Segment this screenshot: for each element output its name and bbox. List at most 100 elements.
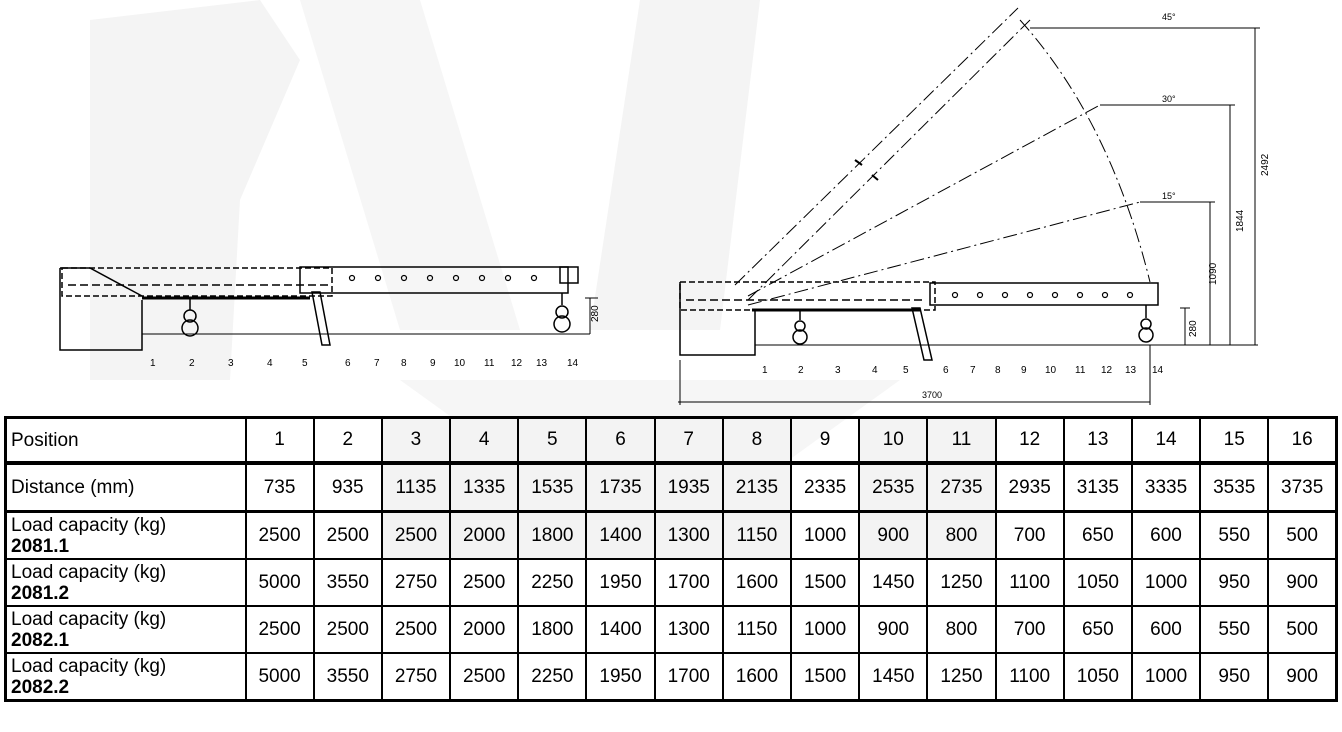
table-cell: 1000 [1130,558,1202,607]
table-cell: 16 [1267,416,1338,464]
table-cell: 1335 [449,461,520,513]
table-cell: 2135 [721,461,793,513]
table-cell: 1600 [721,558,793,607]
svg-text:30°: 30° [1162,94,1176,104]
table-cell: 1600 [721,652,793,702]
table-cell: 6 [585,416,656,464]
table-cell: 1000 [789,510,861,560]
table-cell: 1700 [653,652,724,702]
table-cell: 13 [1062,416,1133,464]
svg-text:14: 14 [567,358,579,369]
table-cell: 2500 [380,510,452,560]
table-cell: 900 [858,605,929,654]
table-cell: 600 [1130,605,1202,654]
table-cell: 2750 [380,558,452,607]
row-label-text: Load capacity (kg) [11,608,167,630]
table-cell: 2335 [789,461,861,513]
table-cell: 900 [858,510,929,560]
row-label: Load capacity (kg)2082.2 [4,652,247,702]
table-cell: 1535 [517,461,588,513]
table-cell: 5000 [244,558,315,607]
table-cell: 2 [312,416,383,464]
svg-text:7: 7 [970,365,976,376]
table-cell: 1400 [585,510,656,560]
table-cell: 1000 [789,605,861,654]
table-cell: 1150 [721,510,793,560]
svg-text:1: 1 [762,365,768,376]
row-label: Load capacity (kg)2081.2 [4,558,247,607]
inner-beam [61,267,333,297]
svg-text:1844: 1844 [1235,209,1246,232]
table-cell: 3135 [1062,461,1133,513]
table-cell: 1250 [926,652,997,702]
table-cell: 800 [926,605,997,654]
table-cell: 2500 [449,558,520,607]
svg-text:7: 7 [374,358,380,369]
svg-text:9: 9 [430,358,436,369]
svg-text:11: 11 [1075,365,1086,376]
table-cell: 600 [1130,510,1202,560]
table-cell: 4 [449,416,520,464]
row-label: Load capacity (kg)2081.1 [4,510,247,560]
table-cell: 550 [1199,510,1270,560]
svg-text:13: 13 [1125,365,1137,376]
table-cell: 1500 [789,558,861,607]
model-number: 2082.1 [11,629,70,651]
svg-text:280: 280 [1188,320,1199,337]
table-cell: 500 [1267,510,1338,560]
svg-text:3: 3 [228,358,234,369]
table-cell: 935 [312,461,383,513]
table-cell: 1450 [858,652,929,702]
table-cell: 1735 [585,461,656,513]
svg-text:6: 6 [943,365,949,376]
table-cell: 5000 [244,652,315,702]
table-cell: 950 [1199,652,1270,702]
table-cell: 900 [1267,558,1338,607]
svg-text:12: 12 [1101,365,1113,376]
table-cell: 5 [517,416,588,464]
right-position-labels: 1 2 3 4 5 6 7 8 9 10 11 12 13 14 [762,365,1164,376]
table-cell: 7 [653,416,724,464]
table-cell: 1935 [653,461,724,513]
table-cell: 2500 [244,510,315,560]
table-cell: 1300 [653,510,724,560]
row-label-text: Load capacity (kg) [11,655,167,677]
model-number: 2082.2 [11,676,70,698]
table-cell: 735 [244,461,315,513]
svg-text:8: 8 [995,365,1001,376]
left-position-labels: 1 2 3 4 5 6 7 8 9 10 11 12 13 14 [150,358,579,369]
model-number: 2081.1 [11,535,70,557]
table-cell: 2000 [449,510,520,560]
table-cell: 3735 [1267,461,1338,513]
model-number: 2081.2 [11,582,70,604]
mount-block [59,268,143,351]
table-cell: 800 [926,510,997,560]
table-cell: 3335 [1130,461,1202,513]
table-cell: 1150 [721,605,793,654]
table-cell: 2735 [926,461,997,513]
table-cell: 2500 [312,605,383,654]
table-cell: 3535 [1199,461,1270,513]
svg-text:14: 14 [1152,365,1164,376]
row-label: Load capacity (kg)2082.1 [4,605,247,654]
table-cell: 12 [994,416,1065,464]
table-cell: 900 [1267,652,1338,702]
table-cell: 1400 [585,605,656,654]
table-cell: 2535 [858,461,929,513]
svg-text:1090: 1090 [1208,262,1219,285]
table-cell: 1450 [858,558,929,607]
left-height-label: 280 [590,305,601,322]
length-label: 3700 [922,390,942,400]
svg-text:5: 5 [302,358,308,369]
table-cell: 1800 [517,605,588,654]
table-cell: 1100 [994,558,1065,607]
table-cell: 1700 [653,558,724,607]
table-cell: 700 [994,510,1065,560]
table-cell: 2000 [449,605,520,654]
table-cell: 650 [1062,605,1133,654]
svg-text:13: 13 [536,358,548,369]
table-cell: 3550 [312,652,383,702]
